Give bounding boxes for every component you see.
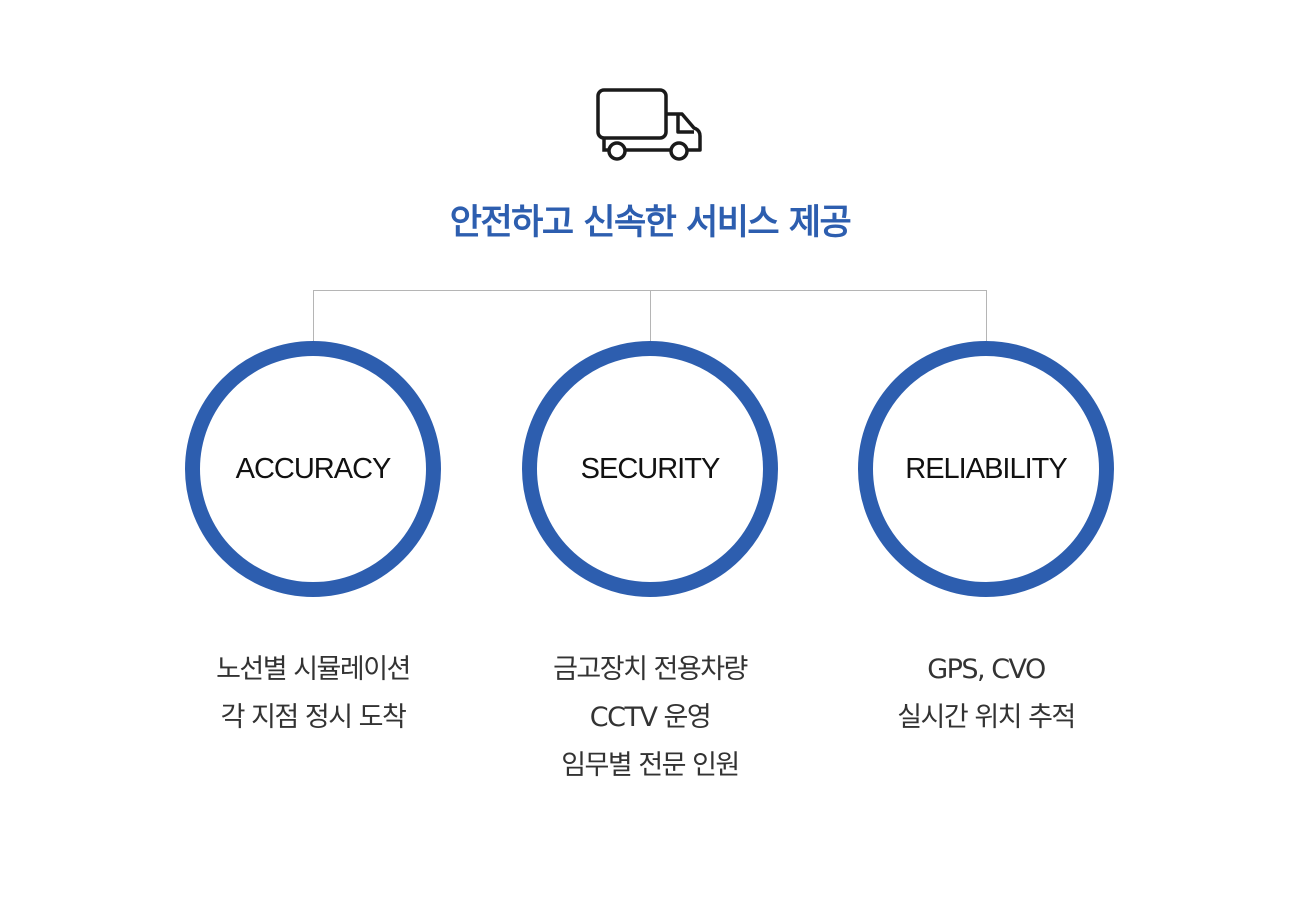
- reliability-label: RELIABILITY: [905, 452, 1067, 485]
- reliability-description: GPS, CVO 실시간 위치 추적: [816, 646, 1156, 742]
- accuracy-label: ACCURACY: [235, 452, 392, 485]
- description-line: 임무별 전문 인원: [561, 750, 740, 781]
- description-line: 각 지점 정시 도착: [220, 702, 407, 733]
- security-circle: SECURITY: [522, 341, 778, 597]
- truck-icon: [596, 88, 702, 161]
- description-line: CCTV 운영: [589, 702, 712, 733]
- reliability-circle: RELIABILITY: [858, 341, 1114, 597]
- security-description: 금고장치 전용차량 CCTV 운영 임무별 전문 인원: [480, 646, 820, 790]
- description-line: 실시간 위치 추적: [897, 702, 1076, 733]
- accuracy-description: 노선별 시뮬레이션 각 지점 정시 도착: [143, 646, 483, 742]
- accuracy-circle: ACCURACY: [185, 341, 441, 597]
- security-label: SECURITY: [580, 452, 721, 485]
- description-line: 노선별 시뮬레이션: [216, 654, 411, 685]
- page-title: 안전하고 신속한 서비스 제공: [449, 203, 852, 243]
- description-line: 금고장치 전용차량: [553, 654, 748, 685]
- description-line: GPS, CVO: [927, 654, 1046, 685]
